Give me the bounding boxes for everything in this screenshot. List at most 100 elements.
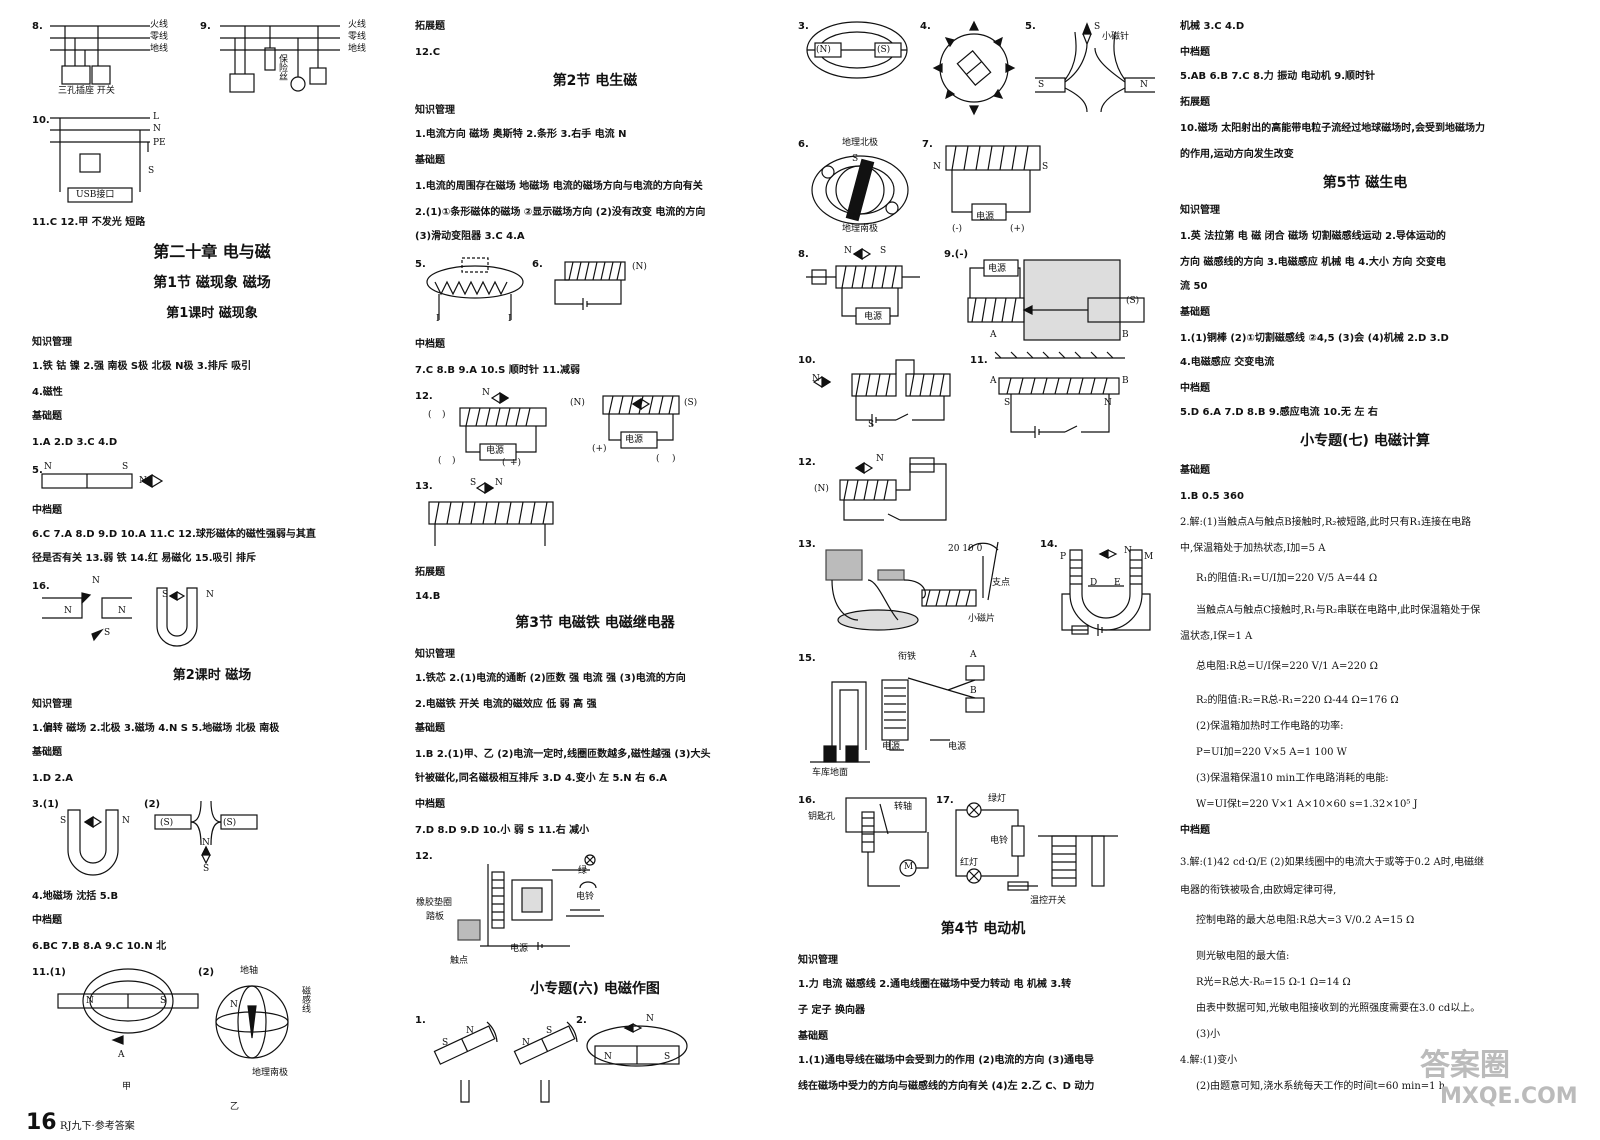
col4-zsgl-c: 流 50 [1180,281,1208,292]
q3-s-left: (S) [160,818,174,828]
q8-circuit-diagram [50,25,150,85]
q5b-number: 5. [415,259,426,270]
col2-tzt1-a: 12.C [415,47,441,58]
q10-PE: PE [153,138,166,148]
q11-part1-label: 11.(1) [32,967,66,978]
col3-jct-b: 线在磁场中受力的方向与磁感线的方向有关 (4)左 2.乙 C、D 动力 [798,1081,1095,1092]
col1-zsgl2-a: 1.偏转 磁场 2.北极 3.磁场 4.N S 5.地磁场 北极 南极 [32,723,280,734]
col4-tzt-a: 10.磁场 太阳射出的高能带电粒子流经过地球磁场时,会受到地磁场力 [1180,123,1485,134]
q15d-a-label: A [970,650,977,660]
q9-fuse-label: 保险丝 [277,54,287,81]
q17d-temperature-alarm [955,802,1118,891]
q3d-n-label: (N) [816,45,831,55]
q16-label-2: N [64,606,72,616]
q15d-b-label: B [970,686,977,696]
lesson2-title: 第2课时 磁场 [172,668,252,683]
page-number: 16 [26,1110,57,1135]
q7d-n-label: N [933,162,941,172]
q12a-electromagnet-circuit [459,391,547,461]
q5b-current-right: I [508,314,512,324]
q6d-south-pole: 地理南极 [842,224,879,234]
q1c-n1: N [466,1026,474,1036]
q12c-bell: 电铃 [576,892,595,902]
q9d-a-label: A [990,330,997,340]
q11-south-pole-label: 地理南极 [252,1068,289,1078]
q12a-rparen1: ) [442,410,446,420]
q5-label-n: N [44,462,52,472]
q13d-pivot-label: 支点 [992,578,1011,588]
q10d-two-coils [812,359,951,426]
col1-q4: 4.地磁场 沈括 5.B [32,891,119,902]
col1-zdt2-a: 6.BC 7.B 8.A 9.C 10.N 北 [32,941,167,952]
q11-field-line-label: 磁感线 [300,986,310,1013]
q12c-contact: 触点 [450,956,469,966]
q1c-rotated-magnets [433,1021,578,1103]
col2-zsgl3-a: 1.铁芯 2.(1)电流的通断 (2)匝数 强 电流 强 (3)电流的方向 [415,673,686,684]
sol4-a: 4.解:(1)变小 [1180,1055,1238,1066]
q10d-number: 10. [798,355,816,366]
col4-zdt2-heading: 中档题 [1180,383,1210,394]
q3-n-label: N [122,816,130,826]
q6d-north-pole: 地理北极 [842,138,879,148]
q3d-like-poles-field [806,21,908,79]
col2-jct-heading: 基础题 [415,155,445,166]
q9-number: 9. [200,21,211,32]
topic7-title: 小专题(七) 电磁计算 [1300,433,1430,449]
q8d-number: 8. [798,249,809,260]
col4-zdt-heading: 中档题 [1180,47,1210,58]
q13d-scale-label: 20 10 0 [948,544,983,554]
watermark-url: MXQE.COM [1440,1084,1578,1109]
q12c-power: 电源 [510,944,529,954]
sol3-e: R光=R总大-R₀=15 Ω-1 Ω=14 Ω [1196,977,1351,988]
q2c-number: 2. [576,1015,587,1026]
q12a-n-label: N [482,388,490,398]
q3-s-right: (S) [223,818,237,828]
col4-line1: 机械 3.C 4.D [1180,21,1245,32]
q9-neutral-wire: 零线 [348,32,367,42]
q11d-b-label: B [1122,376,1129,386]
sol2-b: 中,保温箱处于加热状态,I加=5 A [1180,543,1326,554]
q2c-bar-magnet-field [586,1023,688,1067]
chapter-title: 第二十章 电与磁 [153,242,271,261]
q14d-number: 14. [1040,539,1058,550]
q9-circuit-diagram [220,25,340,93]
q5-needle-n: N [139,476,147,486]
q10-L: L [153,112,159,122]
q5d-s-magnet: S [1038,80,1045,90]
q12d-coil-circuit [839,457,947,521]
sol3-a: 3.解:(1)42 cd·Ω/E (2)如果线圈中的电流大于或等于0.2 A时,… [1180,857,1484,868]
sol4-b: (2)由题意可知,浇水系统每天工作的时间t=60 min=1 h, [1196,1081,1449,1092]
q15d-number: 15. [798,653,816,664]
q12d-number: 12. [798,457,816,468]
sol3-f: 由表中数据可知,光敏电阻接收到的光照强度需要在3.0 cd以上。 [1196,1003,1481,1014]
sol2-f: 总电阻:R总=U/I保=220 V/1 A=220 Ω [1196,661,1378,672]
sol2-d: 当触点A与触点C接触时,R₁与R₂串联在电路中,此时保温箱处于保 [1196,605,1481,616]
q11-jia-label: 甲 [122,1082,132,1092]
col1-jct2-heading: 基础题 [32,747,62,758]
q2c-magnet-n: N [604,1052,612,1062]
q3-s-bottom: S [203,864,210,874]
q11-bar-magnet-field [57,968,199,1045]
q2c-magnet-s: S [664,1052,671,1062]
q16-label-1: N [92,576,100,586]
q3-part1-label: 3.(1) [32,799,59,810]
watermark-logo-text: 答案圈 [1420,1048,1510,1083]
q8d-power-label: 电源 [864,312,883,322]
q14d-u-electromagnet [1061,549,1151,636]
col4-zdt-a: 5.AB 6.B 7.C 8.力 振动 电动机 9.顺时针 [1180,71,1375,82]
q11-s-label: S [160,996,167,1006]
col1-jct2-a: 1.D 2.A [32,773,74,784]
q6d-number: 6. [798,139,809,150]
q14d-e-label: E [1114,578,1121,588]
q16d-axle: 转轴 [894,802,913,812]
col2-zdt-a: 7.C 8.B 9.A 10.S 顺时针 11.减弱 [415,365,581,376]
col2-zsgl3-heading: 知识管理 [415,649,455,660]
q16-magnet-figures [42,587,198,647]
q16-number: 16. [32,581,50,592]
q8-neutral-wire: 零线 [150,32,169,42]
col1-line-11-12: 11.C 12.甲 不发光 短路 [32,217,146,228]
q11d-s-label: S [1004,398,1011,408]
q6b-solenoid-circuit [554,261,626,310]
col3-zsgl-heading: 知识管理 [798,955,838,966]
col4-zsgl-heading: 知识管理 [1180,205,1220,216]
